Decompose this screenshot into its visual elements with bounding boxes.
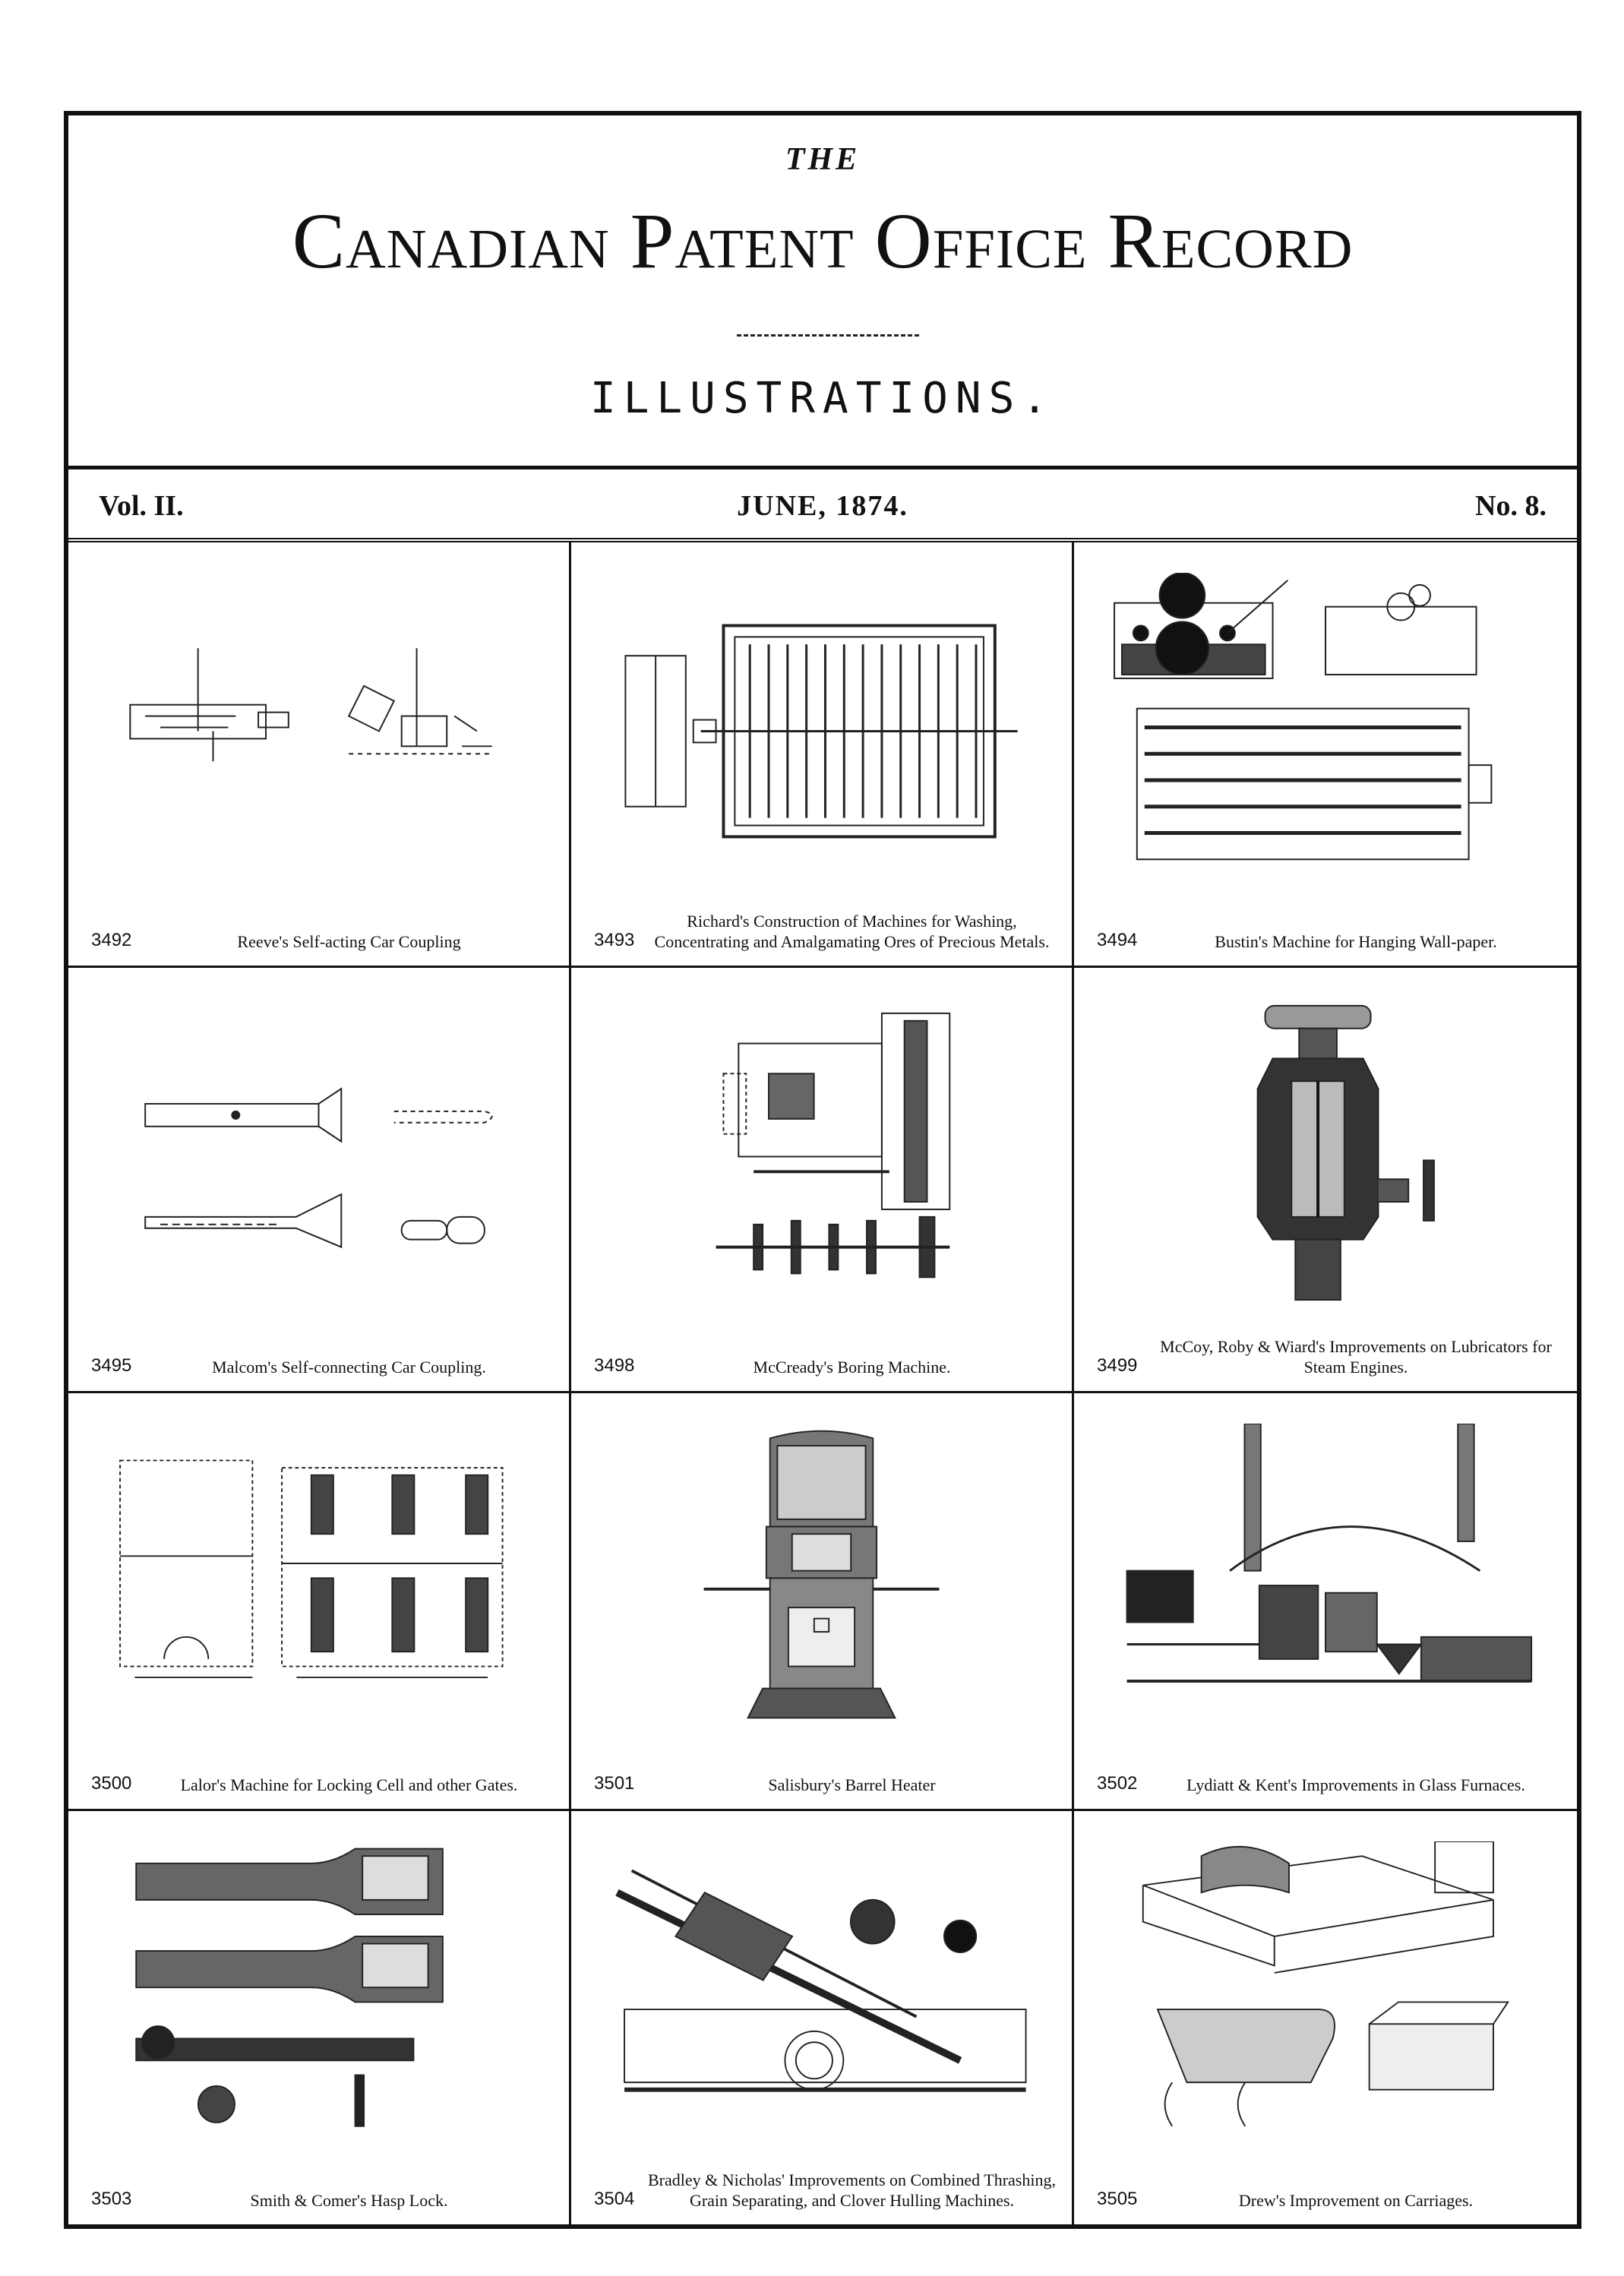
issue-date: JUNE, 1874. [737,490,908,522]
figure-number: 3501 [594,1773,635,1794]
figure-number: 3504 [594,2189,635,2210]
figure-title: Lalor's Machine for Locking Cell and oth… [180,1775,518,1794]
figure-caption: 3495 Malcom's Self-connecting Car Coupli… [91,1355,554,1377]
figure-cell-3495: 3495 Malcom's Self-connecting Car Coupli… [68,968,571,1393]
dateline: Vol. II. JUNE, 1874. No. 8. [68,469,1577,542]
figure-caption: 3503 Smith & Comer's Hasp Lock. [91,2189,554,2211]
figure-title: McCready's Boring Machine. [753,1357,951,1377]
figure-number: 3498 [594,1355,635,1377]
figure-number: 3499 [1097,1355,1138,1377]
figure-caption: 3499 McCoy, Roby & Wiard's Improvements … [1097,1337,1562,1377]
figure-title: Smith & Comer's Hasp Lock. [250,2190,448,2210]
figure-caption: 3504 Bradley & Nicholas' Improvements on… [594,2170,1057,2211]
masthead-title: Canadian Patent Office Record [292,198,1354,285]
figure-drawing-glass-furnace [1104,1423,1547,1725]
masthead-rule [737,334,919,337]
figure-title: Reeve's Self-acting Car Coupling [237,931,461,951]
figure-number: 3493 [594,930,635,951]
masthead-the: THE [785,142,861,177]
figure-cell-3498: 3498 McCready's Boring Machine. [571,968,1074,1393]
figure-title: Salisbury's Barrel Heater [768,1775,936,1794]
figure-title: Bustin's Machine for Hanging Wall-paper. [1215,931,1497,951]
masthead: THE Canadian Patent Office Record ILLUST… [68,115,1577,469]
figure-drawing-thrashing-machine [602,1841,1041,2141]
figure-title: Richard's Construction of Machines for W… [654,912,1050,951]
figure-title: McCoy, Roby & Wiard's Improvements on Lu… [1160,1337,1552,1377]
figure-title: Bradley & Nicholas' Improvements on Comb… [648,2170,1056,2210]
figure-cell-3492: 3492 Reeve's Self-acting Car Coupling [68,542,571,968]
figure-number: 3505 [1097,2189,1138,2210]
figure-number: 3495 [91,1355,132,1377]
figure-drawing-lubricator [1104,998,1547,1307]
figure-caption: 3494 Bustin's Machine for Hanging Wall-p… [1097,930,1562,952]
figure-title: Drew's Improvement on Carriages. [1238,2190,1474,2210]
figure-caption: 3505 Drew's Improvement on Carriages. [1097,2189,1562,2211]
figure-cell-3503: 3503 Smith & Comer's Hasp Lock. [68,1811,571,2224]
figure-cell-3494: 3494 Bustin's Machine for Hanging Wall-p… [1074,542,1577,968]
figure-caption: 3498 McCready's Boring Machine. [594,1355,1057,1377]
figure-caption: 3500 Lalor's Machine for Locking Cell an… [91,1773,554,1795]
figure-cell-3501: 3501 Salisbury's Barrel Heater [571,1393,1074,1811]
figure-cell-3505: 3505 Drew's Improvement on Carriages. [1074,1811,1577,2224]
masthead-subtitle: ILLUSTRATIONS. [589,374,1055,423]
figure-cell-3500: 3500 Lalor's Machine for Locking Cell an… [68,1393,571,1811]
figure-cell-3499: 3499 McCoy, Roby & Wiard's Improvements … [1074,968,1577,1393]
figure-drawing-hasp-lock [99,1841,539,2141]
figure-drawing-wallpaper-machine [1104,572,1547,882]
figure-drawing-cell-gate-lock [99,1424,539,1725]
illustration-grid: 3492 Reeve's Self-acting Car Coupling [68,542,1577,2224]
figure-cell-3502: 3502 Lydiatt & Kent's Improvements in Gl… [1074,1393,1577,1811]
issue-number: No. 8. [1475,490,1547,522]
figure-caption: 3492 Reeve's Self-acting Car Coupling [91,930,554,952]
figure-caption: 3502 Lydiatt & Kent's Improvements in Gl… [1097,1773,1562,1795]
figure-title: Malcom's Self-connecting Car Coupling. [212,1357,486,1377]
page-frame: THE Canadian Patent Office Record ILLUST… [64,111,1581,2229]
figure-title: Lydiatt & Kent's Improvements in Glass F… [1186,1775,1525,1794]
figure-number: 3494 [1097,930,1138,951]
figure-number: 3502 [1097,1773,1138,1794]
figure-drawing-car-coupling [99,573,539,882]
figure-drawing-barrel-heater [602,1424,1041,1725]
figure-drawing-carriage [1104,1841,1547,2141]
volume-label: Vol. II. [99,490,184,522]
figure-cell-3504: 3504 Bradley & Nicholas' Improvements on… [571,1811,1074,2224]
figure-drawing-self-connecting-coupling [99,998,539,1307]
figure-cell-3493: 3493 Richard's Construction of Machines … [571,542,1074,968]
figure-caption: 3493 Richard's Construction of Machines … [594,912,1057,952]
figure-number: 3492 [91,930,132,951]
figure-number: 3500 [91,1773,132,1794]
figure-drawing-ore-washer [602,573,1041,882]
figure-number: 3503 [91,2189,132,2210]
figure-drawing-boring-machine [602,998,1041,1307]
figure-caption: 3501 Salisbury's Barrel Heater [594,1773,1057,1795]
